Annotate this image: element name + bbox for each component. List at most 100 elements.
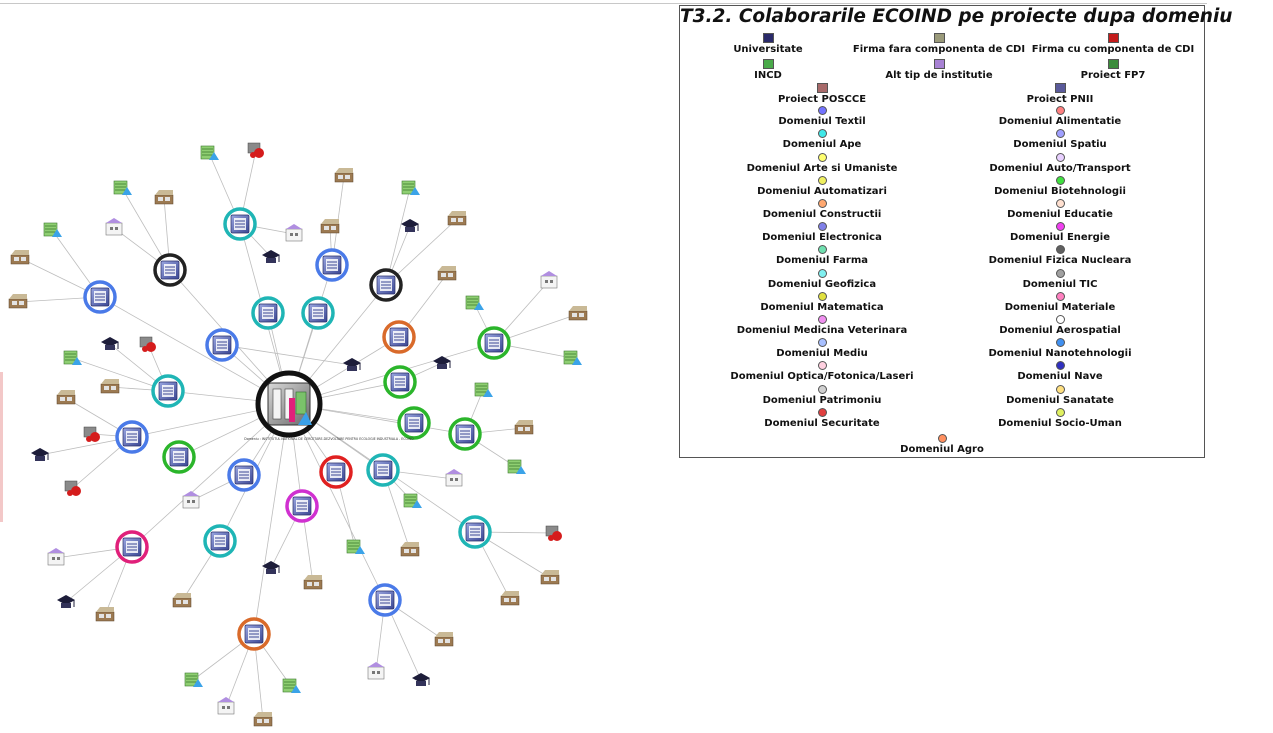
network-graph[interactable]: Domeniu : INSTITUTUL NATIONAL DE CERCETA… <box>0 0 670 733</box>
incd-icon[interactable] <box>346 539 365 554</box>
incd-icon[interactable] <box>474 382 493 397</box>
firma-icon[interactable] <box>253 712 273 727</box>
alt-institutie-icon[interactable] <box>47 548 65 566</box>
project-node-biotehnologii[interactable] <box>448 417 482 451</box>
firma-icon[interactable] <box>303 575 323 590</box>
incd-icon[interactable] <box>200 145 219 160</box>
legend-label: Domeniul Optica/Fotonica/Laseri <box>730 371 914 383</box>
universitate-icon[interactable] <box>101 337 119 350</box>
firma-icon[interactable] <box>514 420 534 435</box>
project-node-nanotehnologii[interactable] <box>227 458 261 492</box>
legend-label: Proiect POSCCE <box>777 94 867 105</box>
project-node-fizica-nucleara[interactable] <box>153 253 187 287</box>
legend-icon <box>762 33 774 43</box>
firma-cdi-icon[interactable] <box>83 426 100 442</box>
alt-institutie-icon[interactable] <box>367 662 385 680</box>
legend-item: Domeniul Constructii <box>662 199 982 220</box>
universitate-icon[interactable] <box>262 561 280 574</box>
legend-swatch <box>1055 315 1065 324</box>
project-node-materiale[interactable] <box>115 530 149 564</box>
universitate-icon[interactable] <box>262 250 280 263</box>
firma-icon[interactable] <box>320 219 340 234</box>
project-node-nanotehnologii[interactable] <box>315 248 349 282</box>
legend-label: Domeniul Electronica <box>762 232 882 244</box>
legend-label: Domeniul Constructii <box>762 209 882 220</box>
legend-item: Firma cu componenta de CDI <box>953 33 1273 55</box>
project-node-ape[interactable] <box>151 374 185 408</box>
incd-icon[interactable] <box>507 459 526 474</box>
firma-cdi-icon[interactable] <box>139 336 156 352</box>
project-node-energie[interactable] <box>285 489 319 523</box>
firma-icon[interactable] <box>95 607 115 622</box>
project-node-ape[interactable] <box>223 207 257 241</box>
project-node-agro[interactable] <box>237 617 271 651</box>
project-node-securitate[interactable] <box>319 455 353 489</box>
alt-institutie-icon[interactable] <box>540 271 558 289</box>
universitate-icon[interactable] <box>412 673 430 686</box>
project-node-biotehnologii[interactable] <box>477 326 511 360</box>
universitate-icon[interactable] <box>57 595 75 608</box>
project-node-ape[interactable] <box>203 524 237 558</box>
firma-icon[interactable] <box>447 211 467 226</box>
project-node-biotehnologii[interactable] <box>383 365 417 399</box>
incd-icon[interactable] <box>282 678 301 693</box>
legend-label: Domeniul Auto/Transport <box>989 162 1131 174</box>
firma-icon[interactable] <box>100 379 120 394</box>
legend-swatch <box>1055 407 1065 417</box>
firma-cdi-icon[interactable] <box>64 480 81 496</box>
project-node-nanotehnologii[interactable] <box>205 328 239 362</box>
project-node-nanotehnologii[interactable] <box>83 280 117 314</box>
alt-institutie-icon[interactable] <box>445 469 463 487</box>
firma-icon[interactable] <box>8 294 28 309</box>
firma-icon[interactable] <box>10 250 30 265</box>
legend-item: Domeniul Ape <box>662 129 982 150</box>
firma-icon[interactable] <box>400 542 420 557</box>
legend-label: Domeniul Biotehnologii <box>994 185 1126 197</box>
incd-icon[interactable] <box>184 672 203 687</box>
legend-item: Domeniul Materiale <box>900 291 1220 313</box>
incd-icon[interactable] <box>465 295 484 310</box>
project-node-ape[interactable] <box>251 296 285 330</box>
alt-institutie-icon[interactable] <box>217 697 235 715</box>
firma-icon[interactable] <box>568 306 588 321</box>
project-node-biotehnologii[interactable] <box>162 440 196 474</box>
incd-icon[interactable] <box>403 493 422 508</box>
firma-icon[interactable] <box>540 570 560 585</box>
firma-icon[interactable] <box>434 632 454 647</box>
project-node-fizica-nucleara[interactable] <box>369 268 403 302</box>
firma-icon[interactable] <box>500 591 520 606</box>
project-node-ape[interactable] <box>301 296 335 330</box>
universitate-icon[interactable] <box>343 358 361 371</box>
legend-item: Domeniul Biotehnologii <box>900 175 1220 197</box>
firma-icon[interactable] <box>437 266 457 281</box>
incd-icon[interactable] <box>113 180 132 195</box>
project-node-nanotehnologii[interactable] <box>368 583 402 617</box>
legend-swatch <box>817 129 827 139</box>
incd-icon[interactable] <box>563 350 582 365</box>
firma-cdi-icon[interactable] <box>545 525 562 541</box>
universitate-icon[interactable] <box>401 219 419 232</box>
alt-institutie-icon[interactable] <box>182 491 200 509</box>
project-node-nanotehnologii[interactable] <box>115 420 149 454</box>
project-node-biotehnologii[interactable] <box>397 406 431 440</box>
legend-item: Domeniul Textil <box>662 106 982 127</box>
incd-icon[interactable] <box>43 222 62 237</box>
firma-icon[interactable] <box>172 593 192 608</box>
project-node-agro[interactable] <box>382 320 416 354</box>
universitate-icon[interactable] <box>433 356 451 369</box>
partner-nodes <box>8 142 588 727</box>
project-node-ape[interactable] <box>366 453 400 487</box>
incd-icon[interactable] <box>401 180 420 195</box>
incd-icon[interactable] <box>63 350 82 365</box>
legend-item: Domeniul Automatizari <box>662 175 982 197</box>
project-node-ape[interactable] <box>458 515 492 549</box>
firma-icon[interactable] <box>56 390 76 405</box>
alt-institutie-icon[interactable] <box>105 218 123 236</box>
firma-icon[interactable] <box>334 168 354 183</box>
center-node-ecoind[interactable] <box>255 370 323 438</box>
firma-cdi-icon[interactable] <box>247 142 264 158</box>
alt-institutie-icon[interactable] <box>285 224 303 242</box>
universitate-icon[interactable] <box>31 448 49 461</box>
legend-icon <box>816 83 828 93</box>
firma-icon[interactable] <box>154 190 174 205</box>
